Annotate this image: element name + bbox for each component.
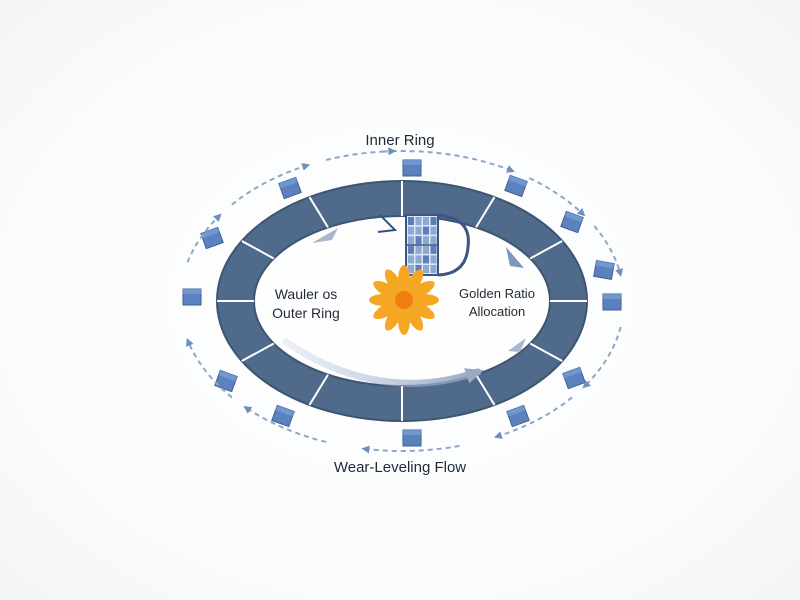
grid-cell — [423, 255, 429, 264]
outer-ring-label: Wauler os Outer Ring — [246, 285, 366, 323]
petal — [373, 300, 401, 320]
grid-cell — [423, 226, 429, 235]
memory-block — [182, 288, 202, 306]
grid-cell — [408, 236, 414, 245]
petal — [407, 280, 435, 300]
inner-ring-label: Inner Ring — [365, 132, 435, 149]
memory-block — [504, 174, 528, 198]
ring-divider — [241, 342, 275, 362]
petal — [384, 269, 404, 297]
memory-block — [602, 293, 622, 311]
flow-arrow — [528, 177, 586, 217]
petal — [404, 269, 424, 297]
golden-ratio-grid-icon — [405, 213, 470, 277]
memory-block — [560, 210, 584, 234]
inner-arrow-top-left — [312, 228, 338, 243]
memory-block — [271, 404, 295, 428]
memory-block — [402, 429, 422, 447]
memory-block — [200, 226, 224, 250]
flow-arrow — [186, 213, 222, 263]
memory-block — [402, 159, 422, 177]
ring-segments — [215, 180, 589, 422]
flow-arrow — [243, 405, 327, 443]
grid-cell — [415, 236, 422, 245]
flower-center — [395, 291, 413, 309]
memory-block — [562, 366, 586, 390]
ring-divider — [529, 342, 563, 362]
petal — [404, 303, 424, 331]
outer-blocks — [182, 159, 622, 447]
ring-divider — [475, 196, 496, 228]
grid-cell — [430, 265, 437, 273]
grid-cell — [430, 236, 437, 245]
grid-cell — [423, 245, 429, 254]
inner-arrow-right-upper — [506, 247, 524, 268]
grid-cell — [415, 265, 422, 273]
grid-cell — [430, 255, 437, 264]
grid-cell — [408, 265, 414, 273]
grid-cell — [408, 226, 414, 235]
flow-arrow — [186, 337, 233, 399]
grid-cell — [423, 217, 429, 225]
flow-arrow — [382, 150, 515, 173]
grid-cell — [423, 265, 429, 273]
flow-arrow — [493, 396, 573, 439]
inner-arrow-right-lower — [508, 338, 526, 352]
grid-cell — [415, 255, 422, 264]
grid-cell — [408, 245, 414, 254]
grid-cell — [415, 226, 422, 235]
petal — [373, 280, 401, 300]
golden-ratio-label-line1: Golden Ratio — [459, 286, 535, 301]
memory-block — [593, 259, 615, 281]
grid-cell — [430, 226, 437, 235]
ring-divider — [529, 240, 563, 260]
memory-block — [506, 404, 530, 428]
grid-cell — [408, 255, 414, 264]
sunflower-icon — [369, 265, 439, 335]
memory-block — [214, 369, 238, 393]
grid-cell — [408, 217, 414, 225]
outer-ring-label-line2: Outer Ring — [272, 305, 340, 321]
grid-cell — [430, 217, 437, 225]
grid-cell — [415, 217, 422, 225]
outer-ring-label-line1: Wauler os — [274, 286, 338, 302]
grid-cell — [423, 236, 429, 245]
flow-arrow — [582, 326, 622, 389]
flow-arrow — [361, 444, 460, 454]
flow-arrow — [593, 225, 623, 277]
flow-arrows — [186, 147, 623, 454]
ring-divider — [308, 374, 329, 406]
flow-arrow — [325, 147, 397, 162]
ring-divider — [241, 240, 275, 260]
petal — [384, 303, 404, 331]
golden-ratio-label: Golden Ratio Allocation — [442, 285, 552, 321]
grid-cell — [415, 245, 422, 254]
golden-ratio-label-line2: Allocation — [468, 304, 526, 319]
memory-block — [278, 176, 302, 200]
petal — [407, 300, 435, 320]
inner-line-top — [377, 214, 398, 233]
inner-sweep-arrow — [282, 338, 484, 387]
ring-divider — [308, 196, 329, 228]
grid-cell — [430, 245, 437, 254]
wear-leveling-flow-label: Wear-Leveling Flow — [333, 459, 467, 476]
